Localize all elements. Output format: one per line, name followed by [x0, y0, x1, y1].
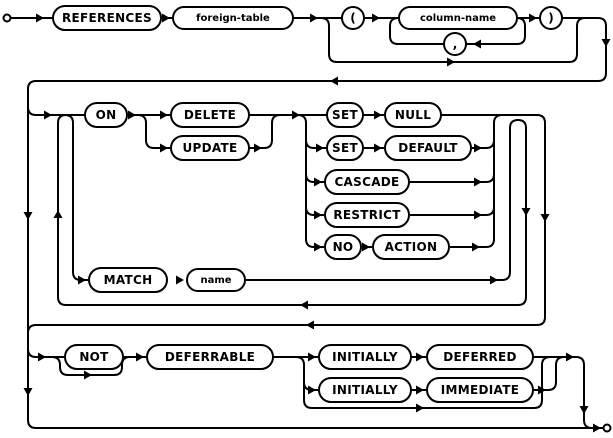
arrowheads [23, 13, 611, 433]
node-keyword-update: UPDATE [170, 135, 250, 161]
node-nonterminal-column-name: column-name [398, 6, 518, 30]
node-literal-open-paren: ( [341, 6, 365, 30]
node-keyword-initially-immediate: INITIALLY [318, 377, 412, 403]
node-keyword-deferred: DEFERRED [426, 344, 534, 370]
node-keyword-match: MATCH [88, 267, 168, 293]
node-keyword-cascade: CASCADE [324, 169, 410, 195]
end-terminal [602, 423, 612, 433]
node-literal-close-paren: ) [539, 6, 563, 30]
node-keyword-default: DEFAULT [384, 135, 472, 161]
node-keyword-action: ACTION [372, 234, 450, 260]
node-keyword-null: NULL [384, 102, 442, 128]
node-keyword-initially-deferred: INITIALLY [318, 344, 412, 370]
node-keyword-on: ON [84, 102, 128, 128]
node-keyword-set-default: SET [326, 135, 364, 161]
node-keyword-no: NO [324, 234, 362, 260]
node-nonterminal-name: name [186, 268, 246, 292]
node-keyword-set-null: SET [326, 102, 364, 128]
node-keyword-deferrable: DEFERRABLE [146, 344, 274, 370]
node-literal-comma: , [443, 32, 467, 56]
node-nonterminal-foreign-table: foreign-table [172, 6, 294, 30]
node-keyword-delete: DELETE [170, 102, 250, 128]
node-keyword-references: REFERENCES [52, 5, 162, 31]
connector-wires [10, 17, 607, 429]
node-keyword-immediate: IMMEDIATE [426, 377, 534, 403]
node-keyword-restrict: RESTRICT [324, 202, 410, 228]
start-terminal [2, 13, 12, 23]
node-keyword-not: NOT [64, 344, 124, 370]
